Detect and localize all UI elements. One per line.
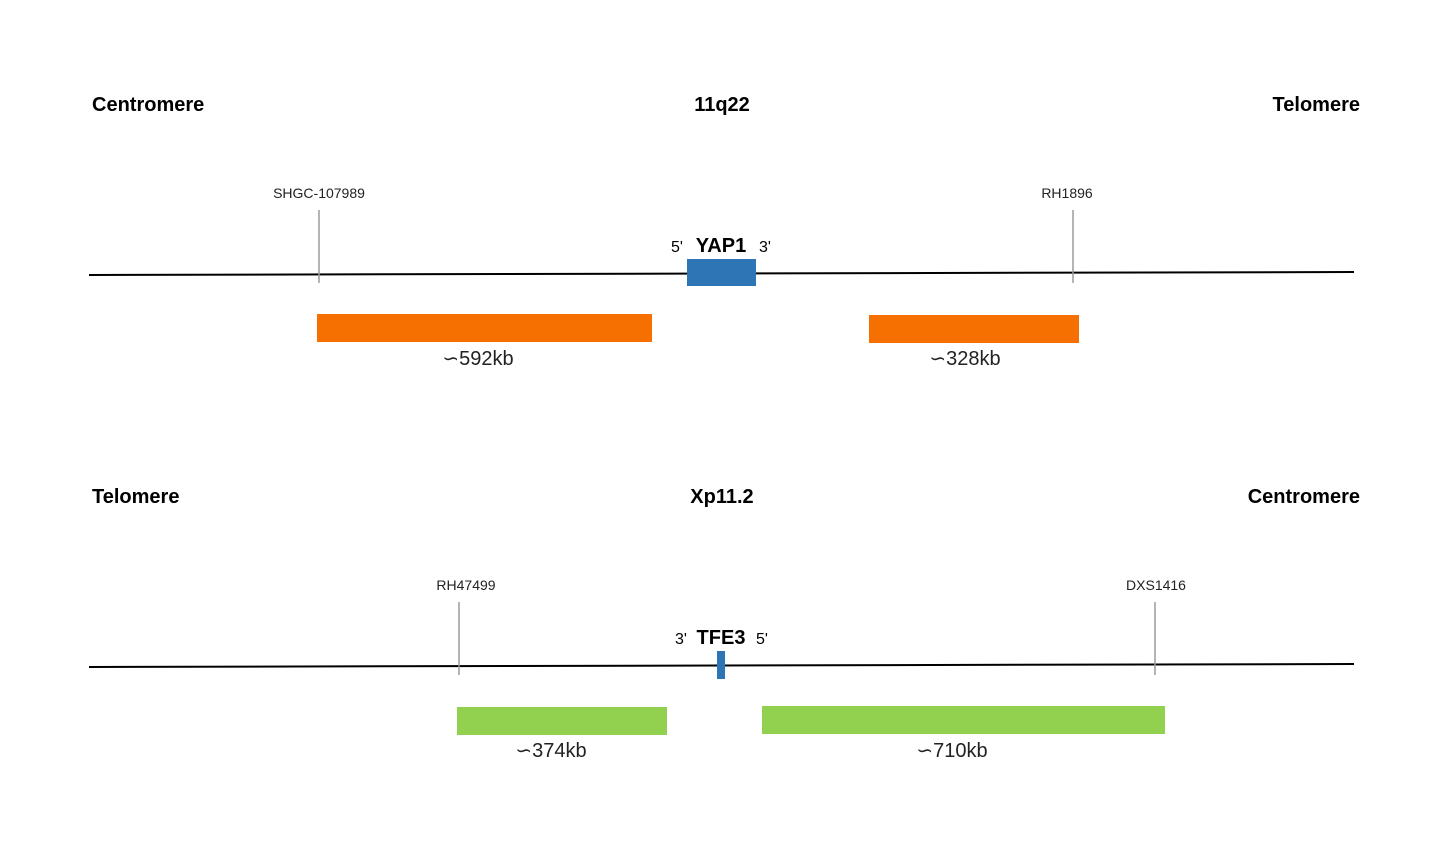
- probe-size-label-374kb: ∽374kb: [515, 740, 587, 762]
- marker-label-shgc-107989: SHGC-107989: [273, 185, 365, 201]
- probe-bar-592kb: [317, 314, 652, 342]
- tfe3-locus-panel: Telomere Xp11.2 Centromere RH47499 DXS14…: [0, 392, 1452, 784]
- gene-name-tfe3: TFE3: [696, 627, 746, 649]
- probe-bar-710kb: [762, 706, 1165, 734]
- centromere-label: Centromere: [92, 94, 205, 116]
- telomere-label: Telomere: [1272, 94, 1360, 116]
- probe-size-label-710kb: ∽710kb: [916, 740, 988, 762]
- telomere-label: Telomere: [92, 486, 180, 508]
- centromere-label: Centromere: [1247, 486, 1360, 508]
- probe-bar-374kb: [457, 707, 667, 735]
- marker-label-rh1896: RH1896: [1041, 185, 1093, 201]
- marker-label-rh47499: RH47499: [436, 577, 496, 593]
- probe-size-label-328kb: ∽328kb: [929, 348, 1001, 370]
- marker-label-dxs1416: DXS1416: [1126, 577, 1186, 593]
- five-prime-label: 5': [671, 239, 683, 256]
- gene-name-yap1: YAP1: [695, 235, 747, 257]
- five-prime-label: 5': [756, 631, 768, 648]
- probe-size-label-592kb: ∽592kb: [442, 348, 514, 370]
- yap1-gene-block: [687, 259, 756, 286]
- chromosome-band-label: Xp11.2: [690, 486, 754, 508]
- chromosome-band-label: 11q22: [694, 94, 750, 116]
- tfe3-locus-diagram: [88, 602, 1355, 735]
- tfe3-gene-block: [717, 651, 725, 679]
- three-prime-label: 3': [675, 631, 687, 648]
- probe-bar-328kb: [869, 315, 1079, 343]
- yap1-locus-diagram: [88, 210, 1355, 343]
- yap1-locus-panel: Centromere 11q22 Telomere SHGC-107989 RH…: [0, 0, 1452, 392]
- three-prime-label: 3': [759, 239, 771, 256]
